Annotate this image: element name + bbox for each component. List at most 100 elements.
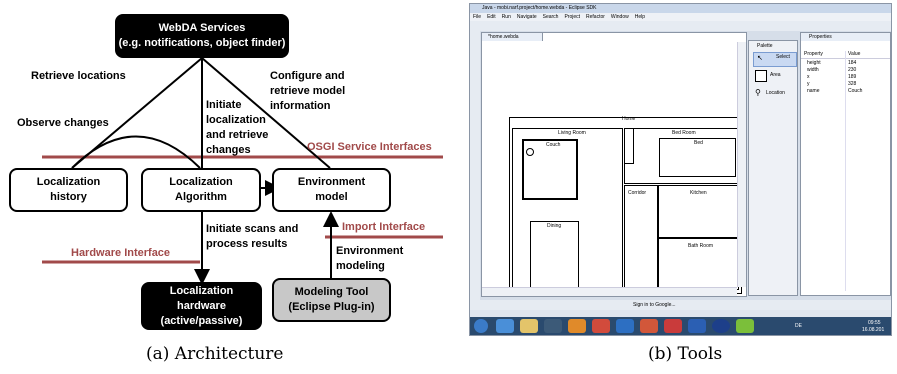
label-configure-l2: retrieve model (270, 85, 346, 97)
quick-toolbar (470, 310, 891, 317)
edge-observe-changes (71, 135, 201, 169)
room-living[interactable]: Living Room Couch Dining (512, 128, 623, 290)
explorer-icon[interactable] (520, 319, 538, 333)
eclipse-icon[interactable] (712, 319, 730, 333)
pdf-icon[interactable] (664, 319, 682, 333)
prop-key: y (807, 81, 810, 87)
editor-vscrollbar[interactable] (737, 42, 746, 287)
prop-key: height (807, 60, 821, 66)
table-row[interactable]: name Couch (801, 88, 890, 95)
menu-file[interactable]: File (473, 14, 482, 20)
prop-key: x (807, 74, 810, 80)
room-kitchen[interactable]: Kitchen (658, 185, 739, 238)
label-initiate-l3: and retrieve (206, 129, 269, 141)
menu-window[interactable]: Window (610, 14, 629, 20)
room-bedroom[interactable]: Bed Room Bed (624, 128, 739, 184)
prop-value: 189 (848, 74, 857, 80)
palette-location-label[interactable]: Location (766, 90, 785, 96)
webda-subtitle: (e.g. notifications, object finder) (118, 37, 286, 49)
table-row[interactable]: height 184 (801, 60, 890, 67)
label-configure-retrieve: Configure and retrieve model information (270, 69, 345, 114)
floorplan-title: Home (622, 116, 636, 122)
menu-search[interactable]: Search (542, 14, 559, 20)
media-icon[interactable] (544, 319, 562, 333)
loc-hw-line3: (active/passive) (160, 314, 243, 327)
room-living-label: Living Room (558, 130, 586, 136)
start-button-icon[interactable] (474, 319, 488, 333)
ie-icon[interactable] (496, 319, 514, 333)
properties-header-value: Value (848, 51, 861, 57)
eclipse-title-bar: Java - mobi.narf.project/home.webda - Ec… (470, 4, 891, 13)
prop-value: 230 (848, 67, 857, 73)
gmail-icon[interactable] (592, 319, 610, 333)
label-envmod-l2: modeling (336, 260, 385, 272)
prop-value: 184 (848, 60, 857, 66)
label-configure-l3: information (270, 100, 331, 112)
label-initiate-l1: Initiate (206, 99, 242, 111)
modeling-tool-box: Modeling Tool(Eclipse Plug-in) (272, 278, 391, 322)
label-osgi-interfaces: OSGI Service Interfaces (307, 141, 432, 153)
palette-select-tool[interactable]: Select ↖ (753, 52, 797, 67)
location-marker-icon[interactable] (526, 148, 534, 156)
menu-navigate[interactable]: Navigate (516, 14, 537, 20)
palette-area-label[interactable]: Area (770, 72, 781, 78)
menu-run[interactable]: Run (501, 14, 511, 20)
tray-date[interactable]: 16.08.201 (862, 327, 885, 333)
area-couch[interactable]: Couch (522, 139, 578, 200)
room-corridor[interactable]: Corridor (624, 185, 658, 290)
firefox-icon[interactable] (568, 319, 586, 333)
app-green-icon[interactable] (736, 319, 754, 333)
editor-tab[interactable]: *home.webda (482, 33, 543, 41)
menu-help[interactable]: Help (634, 14, 646, 20)
windows-taskbar: DE 09:55 16.08.201 (470, 317, 891, 335)
table-row[interactable]: x 189 (801, 74, 890, 81)
menu-project[interactable]: Project (564, 14, 581, 20)
location-tool-icon[interactable]: ⚲ (755, 88, 761, 97)
tray-time[interactable]: 09:55 (868, 320, 881, 326)
properties-title: Properties (809, 34, 832, 40)
room-bath[interactable]: Bath Room (658, 238, 739, 290)
editor-hscrollbar[interactable] (482, 287, 737, 296)
modeling-tool-line1: Modeling Tool (294, 286, 369, 298)
label-scans-l1: Initiate scans and (206, 223, 299, 235)
table-row[interactable]: width 230 (801, 67, 890, 74)
outlook-icon[interactable] (616, 319, 634, 333)
label-scans-l2: process results (206, 238, 288, 250)
label-initiate-scans: Initiate scans and process results (206, 222, 298, 252)
label-initiate-localization: Initiate localization and retrieve chang… (206, 98, 268, 158)
prop-key: width (807, 67, 819, 73)
arrow-cursor-icon: ↖ (757, 55, 763, 62)
menu-edit[interactable]: Edit (487, 14, 496, 20)
left-trim (470, 31, 480, 301)
label-envmod-l1: Environment (336, 245, 404, 257)
menu-refactor[interactable]: Refactor (586, 14, 605, 20)
edge-webda-environment (201, 57, 331, 169)
palette-panel: Palette Select ↖ Area ⚲ Location (748, 40, 798, 296)
eclipse-window: Java - mobi.narf.project/home.webda - Ec… (469, 3, 892, 336)
area-tool-icon[interactable] (755, 70, 767, 82)
palette-select-label: Select (776, 54, 790, 60)
area-bed-label: Bed (694, 140, 703, 146)
area-dining[interactable]: Dining (530, 221, 579, 289)
tray-language[interactable]: DE (795, 323, 802, 329)
powerpoint-icon[interactable] (640, 319, 658, 333)
label-retrieve-locations: Retrieve locations (31, 70, 126, 82)
room-bath-label: Bath Room (688, 243, 714, 249)
label-hardware-interface: Hardware Interface (71, 247, 171, 259)
loc-history-line1: Localization (36, 176, 101, 188)
sign-in-link[interactable]: Sign in to Google... (633, 302, 676, 308)
loc-algorithm-line1: Localization (169, 176, 233, 188)
prop-value: Couch (848, 88, 863, 94)
word-icon[interactable] (688, 319, 706, 333)
properties-tab[interactable]: Properties (801, 33, 890, 41)
area-bed[interactable]: Bed (659, 138, 736, 177)
webda-services-box: WebDA Services(e.g. notifications, objec… (115, 14, 289, 58)
loc-hw-line2: hardware (177, 299, 226, 312)
prop-key: name (807, 88, 820, 94)
architecture-diagram (42, 57, 443, 285)
